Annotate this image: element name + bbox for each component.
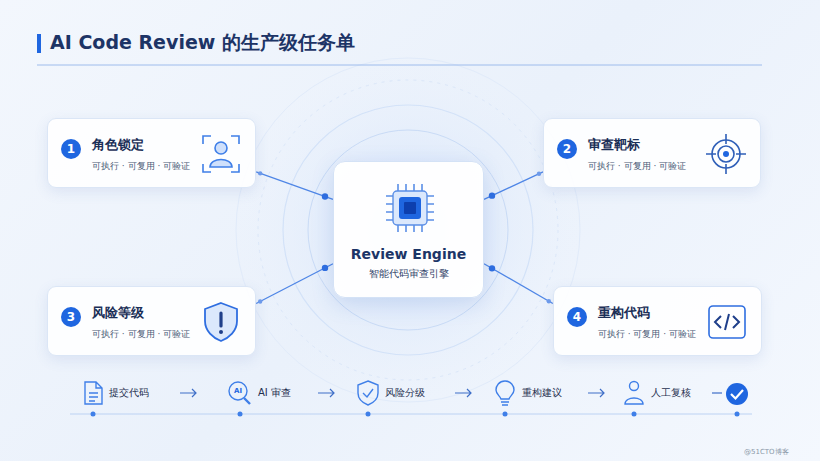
callout-number: 3 bbox=[61, 307, 81, 327]
code-icon bbox=[705, 300, 749, 348]
target-icon bbox=[704, 132, 748, 180]
target-icon bbox=[704, 132, 748, 176]
task-card: 重构代码可执行 · 可复用 · 可验证 4 bbox=[553, 286, 762, 356]
connector-dot bbox=[322, 193, 328, 199]
connector bbox=[484, 172, 543, 200]
connector-line bbox=[484, 264, 553, 304]
connector-dot bbox=[537, 172, 541, 176]
title: AI Code Review 的生产级任务单 bbox=[50, 30, 355, 56]
watermark: @51CTO博客 bbox=[744, 447, 789, 457]
card-subtitle: 可执行 · 可复用 · 可验证 bbox=[92, 328, 190, 341]
card-subtitle: 可执行 · 可复用 · 可验证 bbox=[92, 160, 190, 173]
ring bbox=[308, 130, 508, 330]
step-label: 提交代码 bbox=[109, 386, 149, 400]
engine-subtitle: 智能代码审查引擎 bbox=[369, 267, 449, 281]
done-check bbox=[726, 383, 748, 405]
step-label: AI 审查 bbox=[258, 386, 291, 400]
connector-line bbox=[256, 172, 333, 199]
number-text: 4 bbox=[573, 310, 581, 324]
engine-title: Review Engine bbox=[351, 246, 466, 262]
flow-line bbox=[70, 414, 752, 415]
ring bbox=[283, 105, 533, 355]
callout-number: 4 bbox=[567, 307, 587, 327]
icon-text: AI bbox=[234, 387, 242, 395]
number-text: 1 bbox=[67, 142, 75, 156]
card-title: 审查靶标 bbox=[588, 136, 640, 154]
shield-icon bbox=[199, 300, 243, 348]
task-card: 风险等级可执行 · 可复用 · 可验证 3 bbox=[47, 286, 256, 356]
code-icon bbox=[705, 300, 749, 344]
person-icon bbox=[199, 132, 243, 180]
connector-dot bbox=[258, 299, 262, 303]
callout-number: 1 bbox=[61, 139, 81, 159]
connector-line bbox=[256, 264, 333, 304]
connector bbox=[484, 264, 553, 304]
callout-number: 2 bbox=[557, 139, 577, 159]
connector bbox=[256, 171, 333, 200]
shield-icon bbox=[199, 300, 243, 344]
connector-dot bbox=[258, 171, 262, 175]
connector-dot bbox=[489, 192, 495, 198]
card-subtitle: 可执行 · 可复用 · 可验证 bbox=[588, 160, 686, 173]
connector-dot bbox=[322, 265, 328, 271]
ring bbox=[236, 58, 580, 402]
person-icon bbox=[199, 132, 243, 176]
connector-dot bbox=[547, 299, 551, 303]
step-label: 重构建议 bbox=[522, 386, 562, 400]
title-rule bbox=[37, 65, 762, 66]
done-check bbox=[731, 390, 743, 399]
title-bar bbox=[37, 34, 41, 53]
ring bbox=[258, 80, 558, 380]
task-card: 角色锁定可执行 · 可复用 · 可验证 1 bbox=[47, 118, 256, 188]
card-subtitle: 可执行 · 可复用 · 可验证 bbox=[598, 328, 696, 341]
connector bbox=[256, 264, 333, 304]
card-title: 重构代码 bbox=[598, 304, 650, 322]
chip-icon bbox=[380, 178, 440, 242]
card-title: 角色锁定 bbox=[92, 136, 144, 154]
chip-icon bbox=[380, 178, 440, 238]
connector-dot bbox=[489, 265, 495, 271]
connector-line bbox=[484, 172, 543, 199]
step-label: 人工复核 bbox=[651, 386, 691, 400]
number-text: 2 bbox=[563, 142, 571, 156]
flow-icons bbox=[85, 381, 643, 405]
flow-dots bbox=[91, 412, 740, 417]
step-label: 风险分级 bbox=[385, 386, 425, 400]
engine-box: Review Engine 智能代码审查引擎 bbox=[333, 161, 484, 298]
number-text: 3 bbox=[67, 310, 75, 324]
task-card: 审查靶标可执行 · 可复用 · 可验证 2 bbox=[543, 118, 761, 188]
card-title: 风险等级 bbox=[92, 304, 144, 322]
glow bbox=[233, 55, 583, 405]
